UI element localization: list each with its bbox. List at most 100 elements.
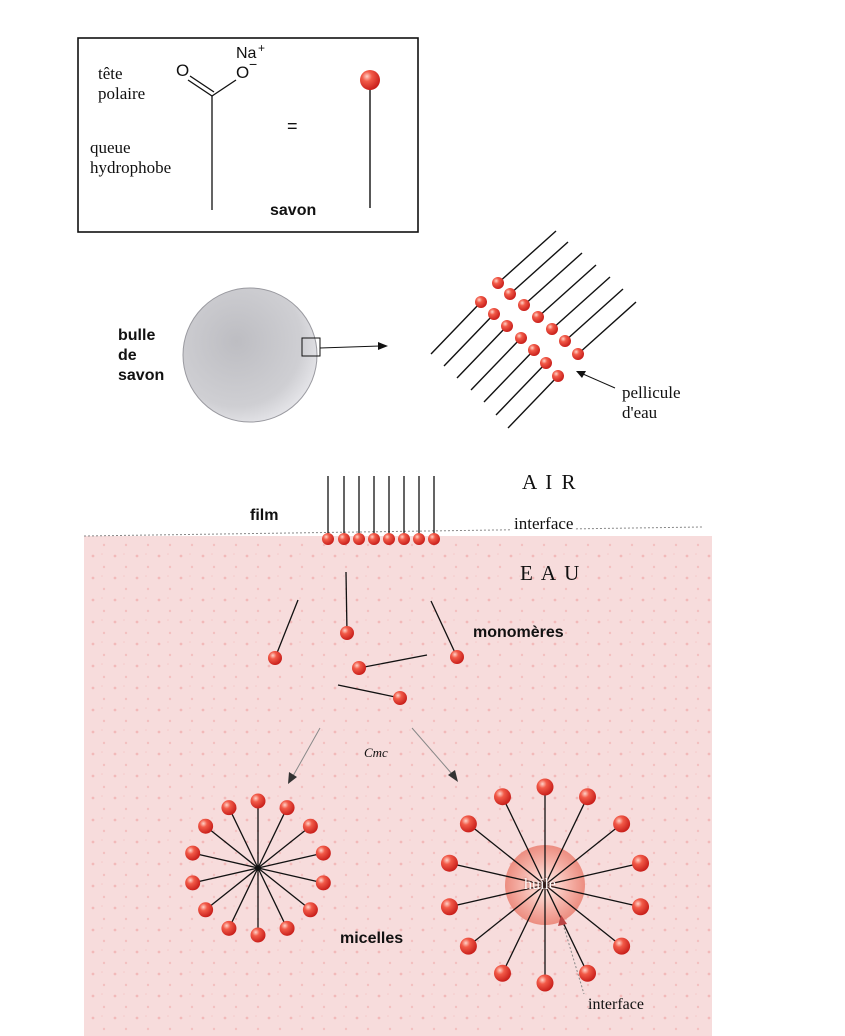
micelle-tail bbox=[199, 854, 259, 869]
micelle-tail bbox=[257, 867, 317, 882]
micelle-head bbox=[613, 937, 631, 955]
monomer-head bbox=[352, 661, 366, 675]
micelle-head bbox=[459, 815, 477, 833]
monomers bbox=[268, 571, 464, 705]
bilayer-head bbox=[488, 308, 500, 320]
micelle-tail bbox=[544, 828, 616, 886]
micelle-tail bbox=[210, 867, 259, 906]
micelle-tail bbox=[544, 884, 633, 906]
micelle-head bbox=[250, 793, 266, 809]
soap-caption: savon bbox=[270, 202, 317, 219]
oxygen-double-bond: O bbox=[176, 61, 190, 80]
micelle-tail bbox=[257, 830, 306, 869]
micelle-tail bbox=[257, 867, 285, 923]
equals-sign: = bbox=[287, 116, 298, 136]
bubble-label-line-2: de bbox=[118, 347, 137, 364]
monomer-head bbox=[340, 626, 354, 640]
monomer-head bbox=[450, 650, 464, 664]
bilayer-tail bbox=[456, 325, 508, 379]
micelle-head bbox=[198, 818, 214, 834]
bilayer-tail bbox=[470, 337, 522, 391]
bilayer-tail bbox=[507, 375, 559, 429]
micelle-head bbox=[315, 875, 331, 891]
bilayer-head bbox=[515, 332, 527, 344]
micelle-head bbox=[493, 788, 511, 806]
film-head bbox=[383, 533, 395, 545]
cmc-label: Cmc bbox=[364, 745, 388, 760]
bilayer-tail bbox=[497, 230, 557, 284]
micelle-empty bbox=[185, 793, 331, 943]
carboxylate-structure bbox=[187, 75, 237, 210]
oxygen-ion: O bbox=[236, 63, 250, 82]
micelle-head bbox=[440, 898, 458, 916]
micelle-tail bbox=[457, 884, 546, 906]
head-label-line-1: tête bbox=[98, 64, 123, 83]
micelle-head bbox=[632, 898, 650, 916]
bubble-label-line-1: bulle bbox=[118, 327, 156, 344]
micelle-tail bbox=[544, 884, 616, 942]
zoom-square bbox=[301, 337, 321, 357]
micelle-tail bbox=[257, 867, 306, 906]
micelles-label: micelles bbox=[340, 930, 404, 947]
bilayer-tail bbox=[483, 349, 535, 403]
film-head bbox=[322, 533, 334, 545]
water-film-label-line-1: pellicule bbox=[622, 383, 681, 402]
monomer-tail bbox=[430, 600, 458, 658]
micelle-tail bbox=[257, 854, 317, 869]
micelle-tail bbox=[505, 803, 546, 886]
oil-label: huile bbox=[524, 876, 556, 893]
head-label-line-2: polaire bbox=[98, 84, 146, 103]
micelle-head bbox=[613, 815, 631, 833]
bilayer-tail bbox=[537, 264, 597, 318]
air-water-interface bbox=[83, 526, 703, 537]
bilayer-tail bbox=[577, 301, 637, 355]
micelle-tail bbox=[505, 884, 546, 967]
micelle-head bbox=[632, 854, 650, 872]
sodium-ion: Na bbox=[236, 45, 257, 62]
tail-label-line-1: queue bbox=[90, 138, 131, 157]
micelle-head bbox=[579, 788, 597, 806]
micelle-head bbox=[302, 902, 318, 918]
micelle-head bbox=[459, 937, 477, 955]
micelle-head bbox=[536, 778, 554, 796]
bilayer-tail bbox=[495, 362, 547, 416]
bilayer-heads bbox=[475, 277, 584, 382]
micelle-tail bbox=[544, 884, 585, 967]
monomer-head bbox=[393, 691, 407, 705]
air-label: A I R bbox=[522, 470, 578, 494]
micelle-head bbox=[185, 875, 201, 891]
micelle-tail bbox=[199, 867, 259, 882]
micelle-head bbox=[315, 845, 331, 861]
bilayer-head bbox=[552, 370, 564, 382]
bubble-label-line-3: savon bbox=[118, 367, 165, 384]
monomer-head bbox=[268, 651, 282, 665]
film-head bbox=[428, 533, 440, 545]
bilayer-head bbox=[540, 357, 552, 369]
sodium-charge: + bbox=[258, 41, 266, 55]
soap-molecule-box bbox=[77, 37, 419, 233]
bilayer-head bbox=[546, 323, 558, 335]
micelle-tail bbox=[231, 867, 259, 923]
bilayer-tail bbox=[430, 301, 482, 355]
monomers-label: monomères bbox=[473, 624, 564, 641]
bilayer-tail bbox=[564, 288, 624, 342]
micelle-head bbox=[221, 920, 237, 936]
bilayer-head bbox=[492, 277, 504, 289]
micelle-head bbox=[198, 902, 214, 918]
tail-label-line-2: hydrophobe bbox=[90, 158, 172, 177]
bilayer-head bbox=[528, 344, 540, 356]
water-film-label-line-2: d'eau bbox=[622, 403, 658, 422]
bilayer-tail bbox=[509, 241, 569, 295]
monomer-tail bbox=[358, 654, 428, 669]
micelle-tail bbox=[474, 828, 546, 886]
bilayer-film bbox=[430, 230, 637, 429]
film-head bbox=[398, 533, 410, 545]
film-head bbox=[338, 533, 350, 545]
soap-symbol-head bbox=[360, 70, 380, 90]
micelle-head bbox=[536, 974, 554, 992]
bilayer-head bbox=[518, 299, 530, 311]
micelle-head bbox=[579, 964, 597, 982]
bilayer-head bbox=[559, 335, 571, 347]
micelle-oil bbox=[440, 778, 650, 992]
